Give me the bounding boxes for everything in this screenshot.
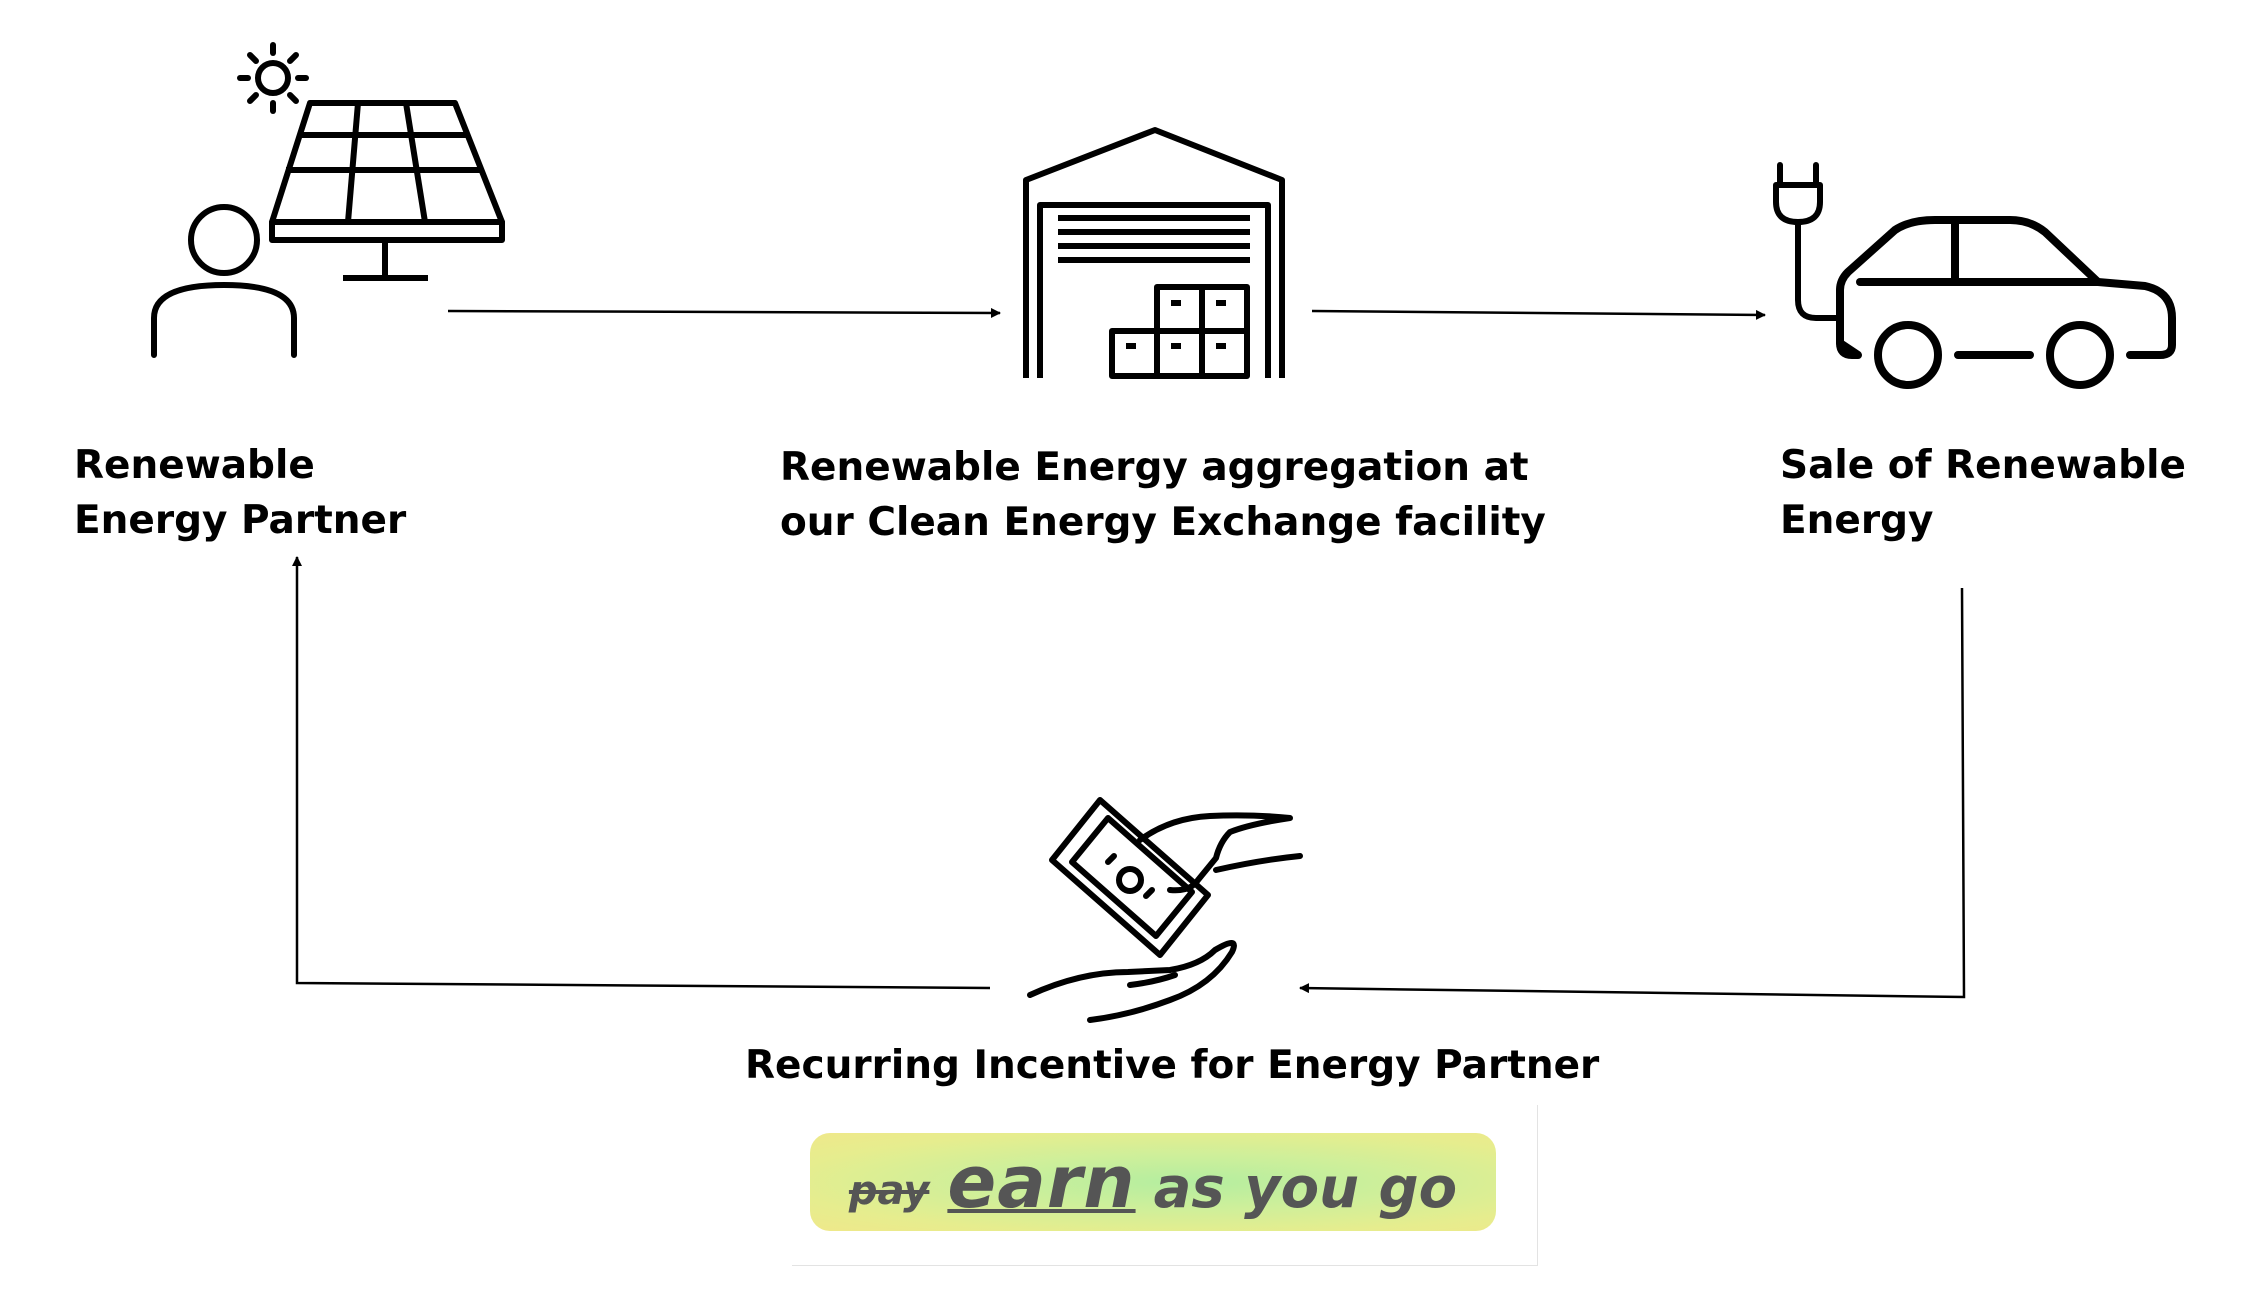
node-label-facility: Renewable Energy aggregation at our Clea…: [780, 440, 1546, 550]
car-icon: [1836, 216, 2176, 389]
partner-label-line1: Renewable: [74, 443, 315, 488]
arrow-facility-to-sale: [1311, 309, 1766, 320]
sale-label-line2: Energy: [1780, 498, 1934, 543]
slogan-frame: pay earn as you go: [792, 1105, 1538, 1266]
slogan-badge: pay earn as you go: [810, 1133, 1496, 1231]
money-hand-icon: [1027, 797, 1303, 1023]
slogan-rest-text: as you go: [1153, 1155, 1458, 1221]
facility-label-line2: our Clean Energy Exchange facility: [780, 500, 1546, 545]
warehouse-icon: [1023, 127, 1285, 379]
arrow-sale-to-incentive: [1299, 587, 1966, 999]
arrow-partner-to-facility: [447, 307, 1001, 318]
sale-label-line1: Sale of Renewable: [1780, 443, 2186, 488]
node-label-incentive: Recurring Incentive for Energy Partner: [745, 1038, 1599, 1093]
node-label-sale: Sale of Renewable Energy: [1780, 438, 2186, 548]
sun-icon: [237, 42, 309, 114]
ev-plug-icon: [1773, 162, 1843, 321]
slogan-struck-word: pay: [848, 1168, 930, 1214]
person-icon: [151, 204, 297, 358]
node-label-partner: Renewable Energy Partner: [74, 438, 406, 548]
incentive-label-text: Recurring Incentive for Energy Partner: [745, 1043, 1600, 1088]
facility-label-line1: Renewable Energy aggregation at: [780, 445, 1529, 490]
partner-label-line2: Energy Partner: [74, 498, 407, 543]
arrow-incentive-to-partner: [292, 556, 991, 990]
slogan-emphasis-word: earn: [947, 1140, 1136, 1224]
solar-panel-icon: [269, 100, 505, 281]
